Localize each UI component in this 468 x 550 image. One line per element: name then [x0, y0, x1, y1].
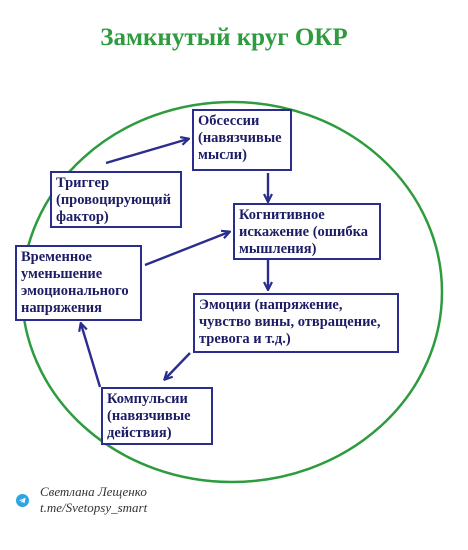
- box-cognitive-line-1: Когнитивное: [239, 207, 325, 223]
- telegram-link[interactable]: t.me/Svetopsy_smart: [40, 500, 148, 515]
- box-trigger-line-2: (провоцирующий: [56, 192, 171, 208]
- author-name: Светлана Лещенко: [40, 484, 147, 499]
- box-relief-line-2: уменьшение: [21, 266, 103, 282]
- telegram-icon: [16, 494, 29, 507]
- arrow-compulsions-to-relief: [81, 324, 102, 388]
- box-emotions: Эмоции (напряжение, чувство вины, отвращ…: [193, 293, 399, 353]
- box-compulsions-line-1: Компульсии: [107, 391, 188, 407]
- diagram-title: Замкнутый круг ОКР: [100, 24, 348, 51]
- box-cognitive-distortion: Когнитивное искажение (ошибка мышления): [233, 203, 381, 260]
- box-temporary-relief: Временное уменьшение эмоционального напр…: [15, 245, 142, 321]
- box-emotions-line-2: чувство вины, отвращение,: [199, 314, 381, 330]
- box-obsessions: Обсессии (навязчивые мысли): [192, 109, 292, 171]
- box-compulsions-line-3: действия): [107, 425, 172, 441]
- box-obsessions-line-1: Обсессии: [198, 113, 260, 129]
- box-relief-line-4: напряжения: [21, 300, 102, 316]
- box-trigger-line-1: Триггер: [56, 175, 110, 191]
- author-footer: Светлана Лещенко t.me/Svetopsy_smart: [14, 484, 214, 520]
- arrow-emotions-to-compulsions: [165, 352, 191, 379]
- box-trigger: Триггер (провоцирующий фактор): [50, 171, 182, 228]
- box-compulsions-line-2: (навязчивые: [107, 408, 191, 424]
- box-emotions-line-1: Эмоции (напряжение,: [199, 297, 343, 313]
- box-trigger-line-3: фактор): [56, 209, 109, 225]
- box-obsessions-line-3: мысли): [198, 147, 247, 163]
- arrow-trigger-to-obsessions: [105, 139, 188, 165]
- box-cognitive-line-3: мышления): [239, 241, 317, 257]
- box-relief-line-1: Временное: [21, 249, 92, 265]
- box-compulsions: Компульсии (навязчивые действия): [101, 387, 213, 445]
- box-cognitive-line-2: искажение (ошибка: [239, 224, 369, 240]
- footer-text: Светлана Лещенко t.me/Svetopsy_smart: [40, 484, 147, 516]
- arrow-relief-to-cognitive: [144, 232, 229, 267]
- box-emotions-line-3: тревога и т.д.): [199, 331, 291, 347]
- box-relief-line-3: эмоционального: [21, 283, 129, 299]
- box-obsessions-line-2: (навязчивые: [198, 130, 282, 146]
